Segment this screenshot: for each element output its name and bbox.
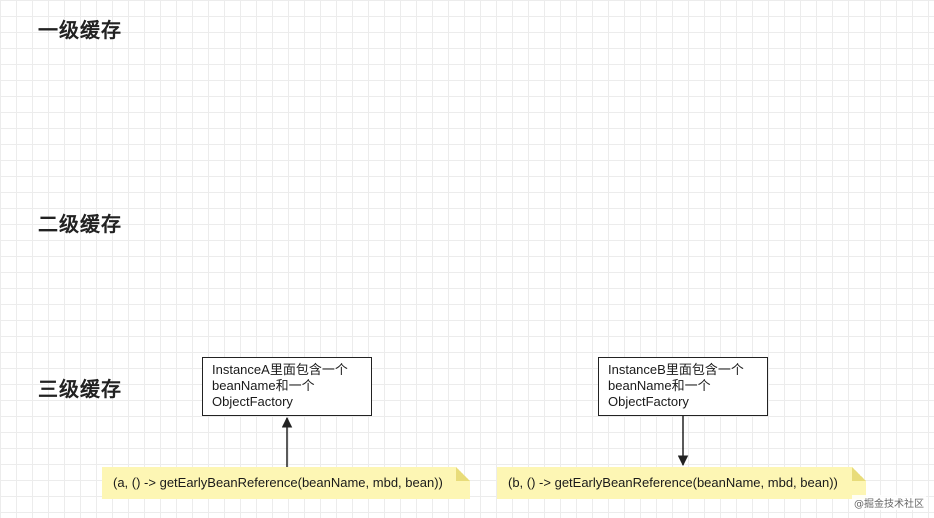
- instance-a-line-3: ObjectFactory: [212, 394, 293, 409]
- watermark: @掘金技术社区: [852, 495, 926, 510]
- level-3-cache-label: 三级缓存: [38, 377, 122, 401]
- level-2-cache-label: 二级缓存: [38, 212, 122, 236]
- instance-a-box[interactable]: InstanceA里面包含一个 beanName和一个 ObjectFactor…: [202, 357, 372, 416]
- note-factory-a: (a, () -> getEarlyBeanReference(beanName…: [102, 467, 470, 499]
- level-1-cache-label: 一级缓存: [38, 18, 122, 42]
- note-factory-b-text: (b, () -> getEarlyBeanReference(beanName…: [508, 475, 838, 490]
- instance-b-box[interactable]: InstanceB里面包含一个 beanName和一个 ObjectFactor…: [598, 357, 768, 416]
- note-factory-a-text: (a, () -> getEarlyBeanReference(beanName…: [113, 475, 443, 490]
- instance-a-line-1: InstanceA里面包含一个: [212, 362, 348, 377]
- instance-b-line-2: beanName和一个: [608, 378, 711, 393]
- instance-b-line-1: InstanceB里面包含一个: [608, 362, 744, 377]
- instance-b-line-3: ObjectFactory: [608, 394, 689, 409]
- note-factory-b: (b, () -> getEarlyBeanReference(beanName…: [497, 467, 866, 499]
- instance-a-line-2: beanName和一个: [212, 378, 315, 393]
